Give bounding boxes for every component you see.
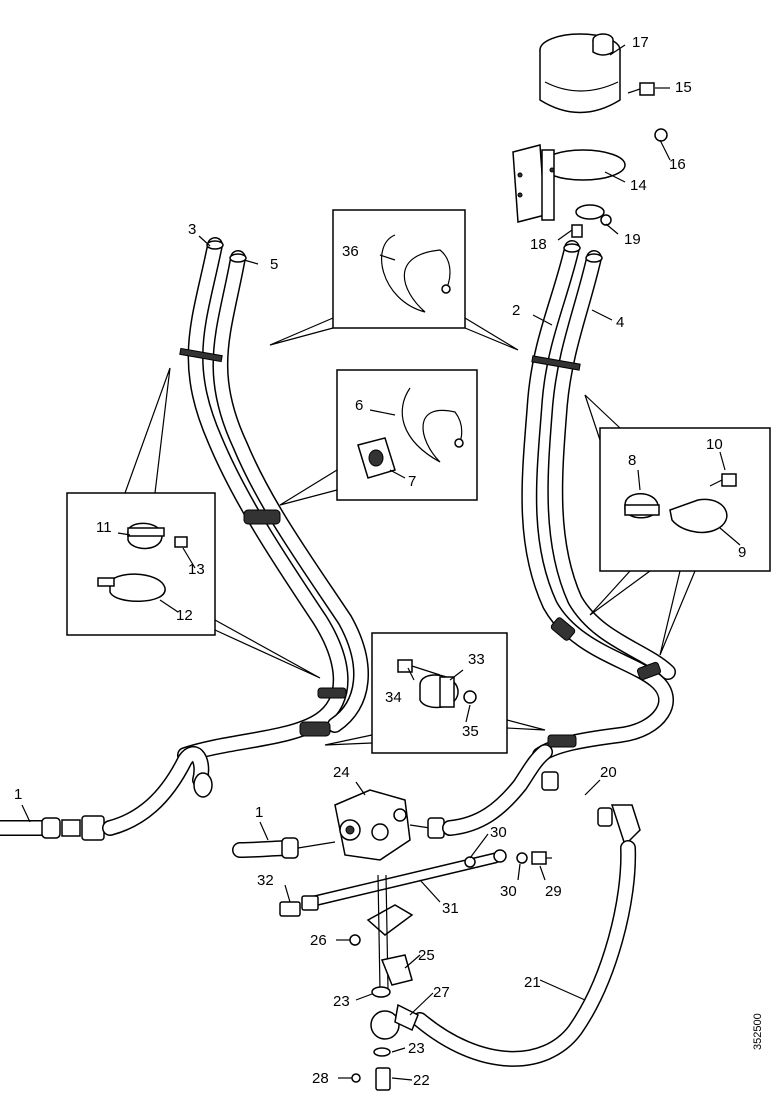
callout-23-upper: 23 xyxy=(333,993,350,1010)
callout-8: 8 xyxy=(628,452,637,469)
callout-34: 34 xyxy=(385,689,402,706)
detail-box-6-7 xyxy=(279,369,478,506)
callout-2: 2 xyxy=(512,302,521,319)
callout-17: 17 xyxy=(632,34,649,51)
tank-bracket xyxy=(512,144,626,223)
callout-13: 13 xyxy=(188,561,205,578)
callout-24: 24 xyxy=(333,764,350,781)
callout-27: 27 xyxy=(433,984,450,1001)
callout-19: 19 xyxy=(624,231,641,248)
callout-36: 36 xyxy=(342,243,359,260)
callout-11: 11 xyxy=(96,519,112,536)
hose-clamps xyxy=(179,347,662,748)
detail-box-11-12-13 xyxy=(66,367,321,679)
callout-35: 35 xyxy=(462,723,479,740)
banjo-fitting xyxy=(351,986,419,1091)
callout-12: 12 xyxy=(176,607,193,624)
callout-5: 5 xyxy=(270,256,279,273)
callout-14: 14 xyxy=(630,177,647,194)
callout-4: 4 xyxy=(616,314,625,331)
callout-10: 10 xyxy=(706,436,723,453)
callout-3: 3 xyxy=(188,221,197,238)
callout-20: 20 xyxy=(600,764,617,781)
reference-number: 352500 xyxy=(752,1013,764,1050)
reservoir-tank xyxy=(539,33,621,114)
leader-lines xyxy=(21,44,741,1081)
hose-21 xyxy=(412,804,641,1067)
callout-33: 33 xyxy=(468,651,485,668)
callout-18: 18 xyxy=(530,236,547,253)
callout-26: 26 xyxy=(310,932,327,949)
detail-box-36 xyxy=(269,209,519,351)
callout-30-upper: 30 xyxy=(490,824,507,841)
detail-box-33-34-35 xyxy=(324,632,546,754)
callout-23-lower: 23 xyxy=(408,1040,425,1057)
callout-1-left: 1 xyxy=(14,786,23,803)
callout-22: 22 xyxy=(413,1072,430,1089)
callout-9: 9 xyxy=(738,544,747,561)
callout-29: 29 xyxy=(545,883,562,900)
callout-32: 32 xyxy=(257,872,274,889)
callout-28: 28 xyxy=(312,1070,329,1087)
callout-31: 31 xyxy=(442,900,459,917)
callout-1-middle: 1 xyxy=(255,804,264,821)
hose-1-middle xyxy=(232,837,336,859)
callout-25: 25 xyxy=(418,947,435,964)
callout-30-lower: 30 xyxy=(500,883,517,900)
bracket-25 xyxy=(349,874,414,991)
hose-1-left xyxy=(0,746,213,841)
callout-21: 21 xyxy=(524,974,541,991)
fittings-29-30 xyxy=(516,851,552,865)
bolt-15 xyxy=(627,82,655,96)
pump-outlet-hose xyxy=(427,744,559,839)
callout-7: 7 xyxy=(408,473,417,490)
pump xyxy=(334,789,431,861)
callout-15: 15 xyxy=(675,79,692,96)
callout-6: 6 xyxy=(355,397,364,414)
clamp-18-19 xyxy=(571,204,612,238)
detail-box-8-9-10 xyxy=(584,394,771,656)
nut-16 xyxy=(654,128,668,142)
callout-16: 16 xyxy=(669,156,686,173)
